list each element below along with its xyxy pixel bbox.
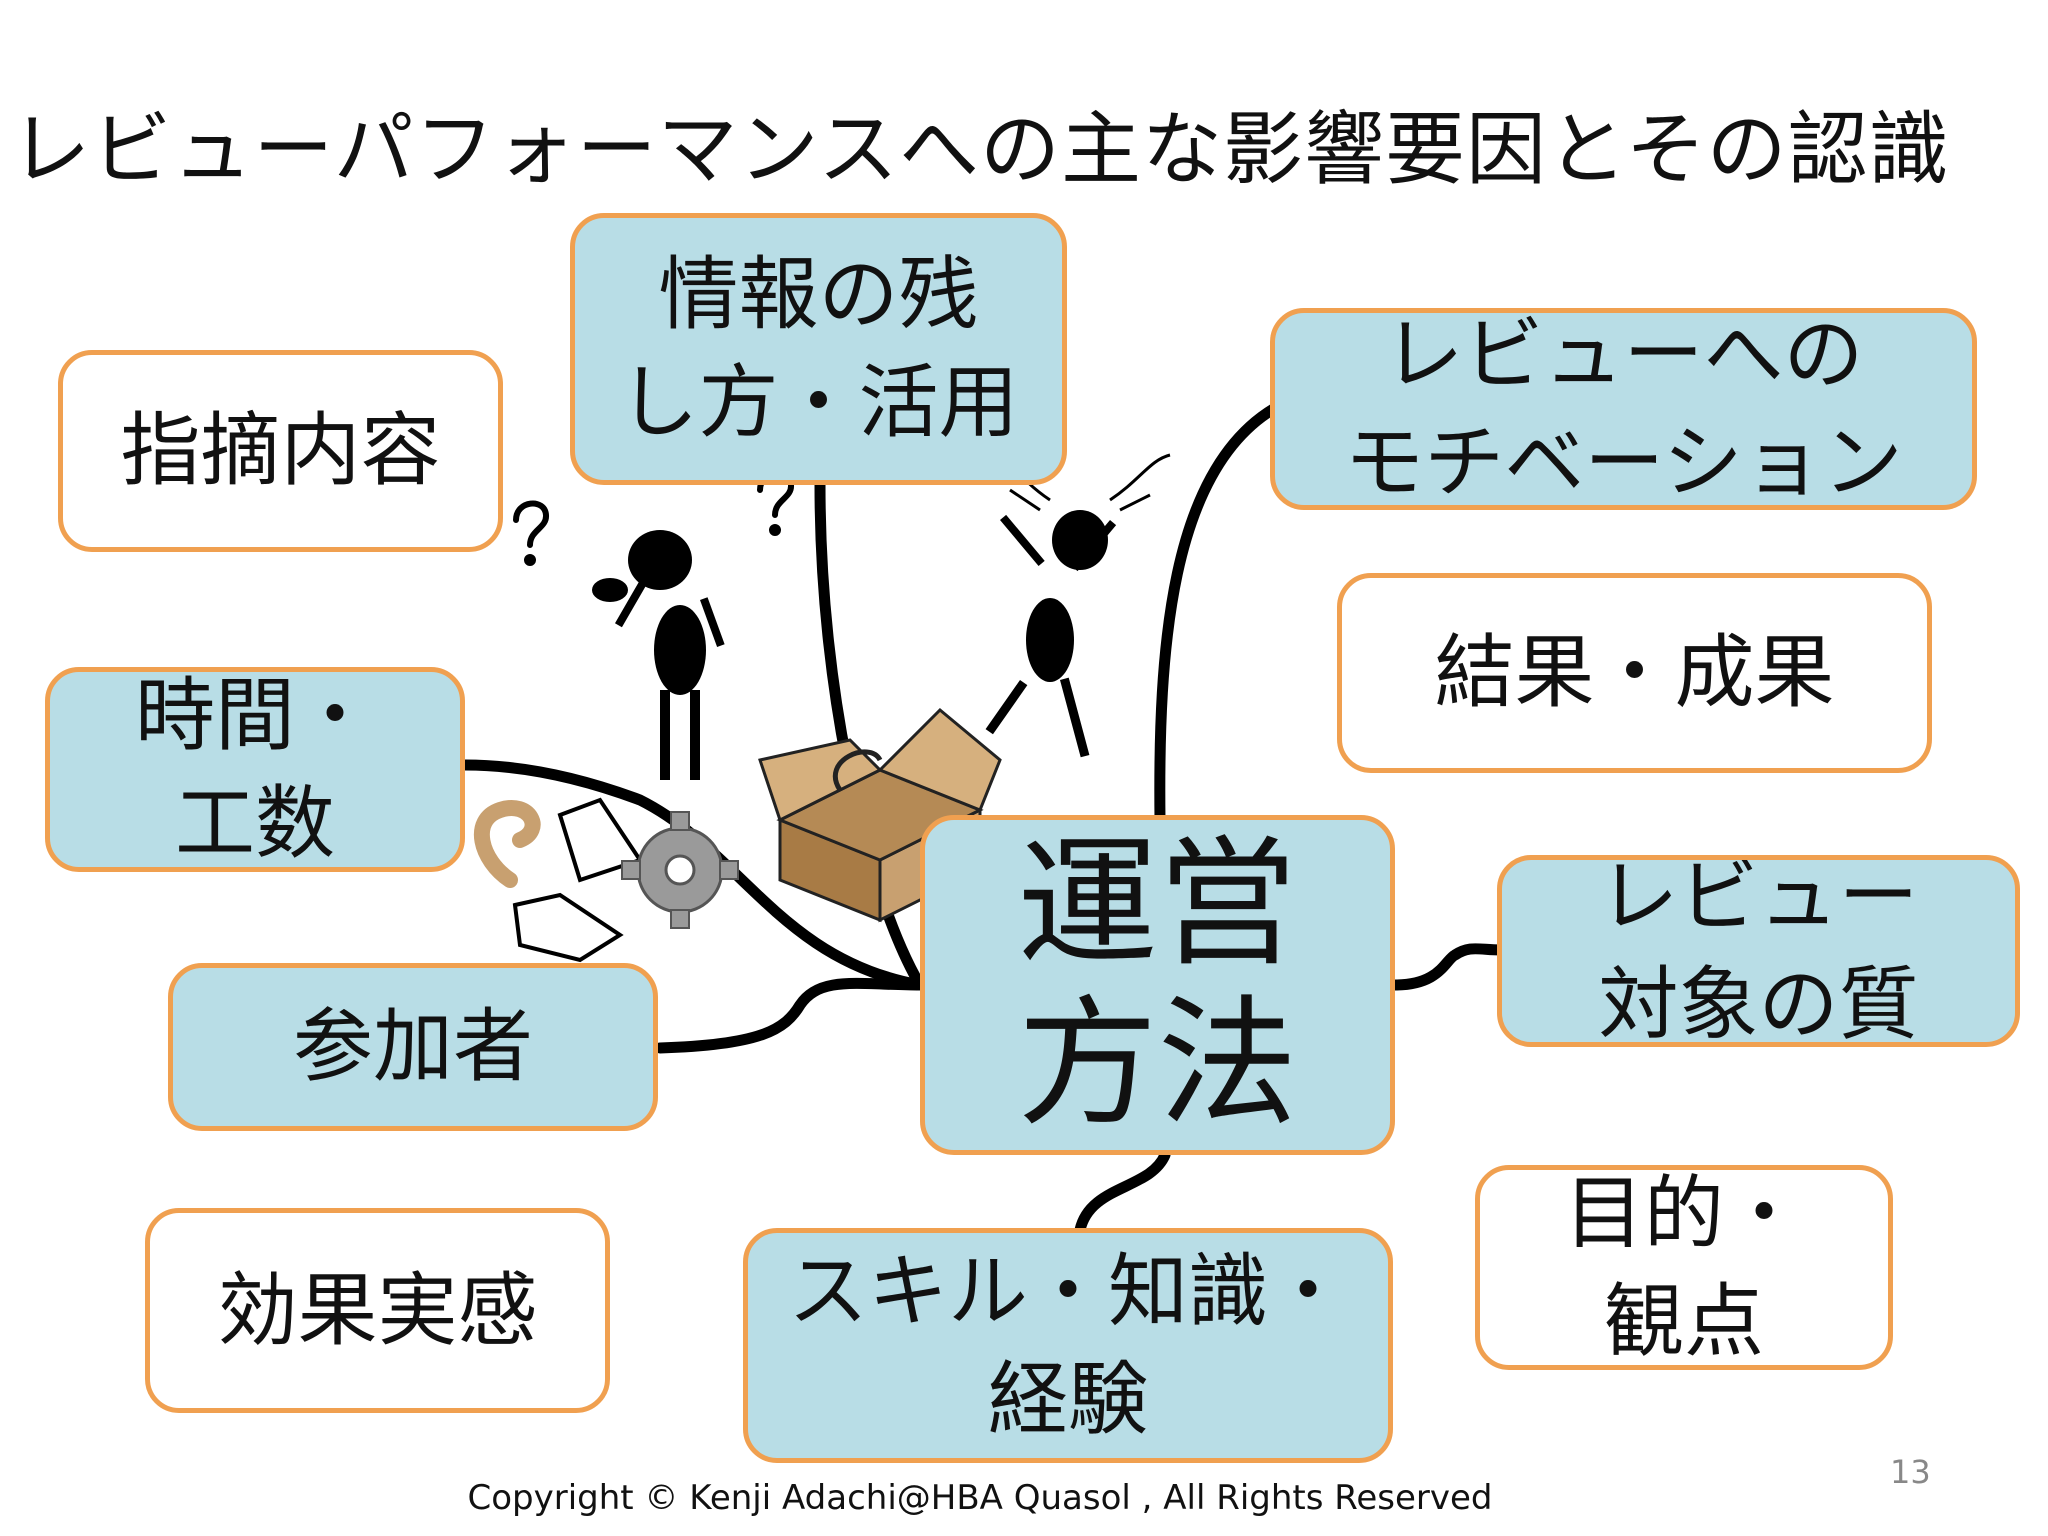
node-review-motivation: レビューへの モチベーション <box>1270 308 1977 510</box>
connector-sankasha <box>654 977 926 1054</box>
node-review-taisho-shitsu: レビュー 対象の質 <box>1497 855 2020 1047</box>
node-unei-hoho: 運営 方法 <box>920 815 1395 1155</box>
gear-icon <box>621 811 739 929</box>
connector-motivation <box>1154 402 1281 826</box>
node-sankasha: 参加者 <box>168 963 658 1131</box>
slide-title: レビューパフォーマンスへの主な影響要因とその認識 <box>10 103 1950 196</box>
connector-skill <box>1074 1149 1171 1236</box>
node-joho-nokoshikata: 情報の残 し方・活用 <box>570 213 1067 485</box>
node-mokuteki-kanten: 目的・ 観点 <box>1475 1165 1893 1370</box>
node-jikan-kosu: 時間・ 工数 <box>45 667 465 872</box>
copyright-footer: Copyright © Kenji Adachi@HBA Quasol , Al… <box>467 1478 1493 1518</box>
node-shiteki-naiyo: 指摘内容 <box>58 350 503 552</box>
page-number: 13 <box>1890 1453 1931 1491</box>
node-skill-chishiki-keiken: スキル・知識・ 経験 <box>743 1228 1393 1463</box>
node-kekka-seika: 結果・成果 <box>1337 573 1932 773</box>
scattered-papers-icon <box>512 797 644 963</box>
puzzled-figure-icon <box>592 530 725 780</box>
node-koka-jikkan: 効果実感 <box>145 1208 610 1413</box>
frustrated-figure-icon <box>985 510 1117 758</box>
connector-taisho <box>1389 943 1506 991</box>
cane-icon <box>474 800 541 888</box>
connector-jikan <box>459 759 926 991</box>
